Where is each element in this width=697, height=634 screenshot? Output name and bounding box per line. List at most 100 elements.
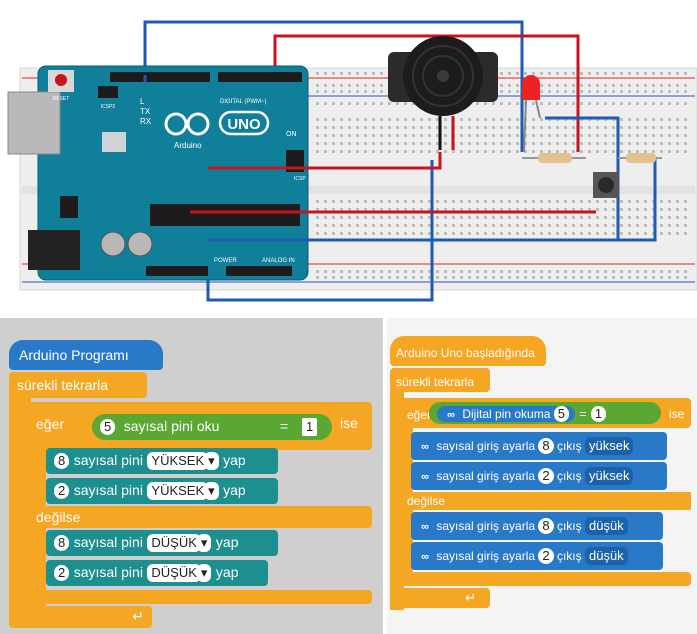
set-pin-block-8-low[interactable]: 8 sayısal pini DÜŞÜK▾ yap xyxy=(46,530,278,556)
forever-label: sürekli tekrarla xyxy=(17,377,109,393)
condition-block[interactable]: 5 sayısal pini oku = 1 xyxy=(92,414,332,440)
arduino-category-icon: ∞ xyxy=(447,408,455,421)
operator: = xyxy=(579,407,587,421)
board-brand: UNO xyxy=(227,116,261,133)
then-label: ise xyxy=(340,415,358,431)
arduino-category-icon: ∞ xyxy=(421,550,429,563)
pin-input[interactable]: 2 xyxy=(54,483,70,499)
else-block: değilse xyxy=(28,506,372,528)
pin-input[interactable]: 8 xyxy=(538,518,554,534)
if-end xyxy=(401,572,691,586)
statement-suffix: yap xyxy=(223,482,246,498)
loop-arrow-icon: ↵ xyxy=(465,590,476,605)
output-label: çıkış xyxy=(556,519,582,533)
statement-suffix: yap xyxy=(215,534,239,550)
buzzer xyxy=(388,36,498,150)
set-digital-block-2-low[interactable]: ∞ sayısal giriş ayarla 2 çıkış düşük xyxy=(411,542,663,570)
arduino-logo-icon xyxy=(164,110,270,136)
statement-label: sayısal giriş ayarla xyxy=(436,519,536,533)
output-label: çıkış xyxy=(556,549,582,563)
dijital-read-block[interactable]: ∞ Dijital pin okuma 5 xyxy=(437,406,575,422)
statement-label: sayısal giriş ayarla xyxy=(436,549,536,563)
output-label: çıkış xyxy=(556,439,582,453)
statement-label: sayısal pini xyxy=(73,534,143,550)
pin-input[interactable]: 8 xyxy=(538,438,554,454)
state-dropdown[interactable]: YÜKSEK xyxy=(147,452,209,470)
if-label: eğer xyxy=(36,416,65,432)
else-block: değilse xyxy=(401,492,691,510)
icsp2-label: ICSP2 xyxy=(101,104,116,110)
on-label: ON xyxy=(286,131,297,138)
state-dropdown[interactable]: yüksek xyxy=(584,467,634,485)
tx-label: TX xyxy=(140,107,151,116)
else-label: değilse xyxy=(36,509,81,525)
arduino-category-icon: ∞ xyxy=(421,470,429,483)
resistor xyxy=(618,153,662,163)
state-dropdown[interactable]: DÜŞÜK xyxy=(147,534,201,552)
then-label: ise xyxy=(669,407,685,421)
rx-label: RX xyxy=(140,117,152,126)
forever-label: sürekli tekrarla xyxy=(396,375,475,389)
condition-value[interactable]: 1 xyxy=(590,406,607,422)
set-pin-block-8-high[interactable]: 8 sayısal pini YÜKSEK▾ yap xyxy=(46,448,278,474)
mblock5-panel: Arduino Uno başladığında sürekli tekrarl… xyxy=(387,318,697,634)
set-pin-block-2-high[interactable]: 2 sayısal pini YÜKSEK▾ yap xyxy=(46,478,278,504)
push-button[interactable] xyxy=(593,172,619,198)
pin-input[interactable]: 2 xyxy=(54,565,70,581)
condition-pin[interactable]: 5 xyxy=(100,419,116,435)
forever-end: ↵ xyxy=(390,588,490,608)
wire-blue-right xyxy=(545,116,620,240)
statement-suffix: yap xyxy=(223,452,246,468)
hat-label: Arduino Uno başladığında xyxy=(396,346,535,360)
pin-input[interactable]: 8 xyxy=(54,453,70,469)
mblock-panel: Arduino Programı sürekli tekrarla ↵ eğer… xyxy=(0,318,383,634)
pin-input[interactable]: 8 xyxy=(54,535,70,551)
arduino-category-icon: ∞ xyxy=(421,440,429,453)
read-pin-label: sayısal pini oku xyxy=(123,418,220,434)
program-hat-block[interactable]: Arduino Programı xyxy=(9,340,163,370)
state-dropdown[interactable]: YÜKSEK xyxy=(147,482,209,500)
statement-label: sayısal pini xyxy=(73,564,143,580)
state-dropdown[interactable]: düşük xyxy=(584,517,628,535)
statement-suffix: yap xyxy=(215,564,239,580)
reset-button[interactable] xyxy=(55,74,67,86)
if-end xyxy=(28,590,372,604)
arduino-category-icon: ∞ xyxy=(421,520,429,533)
output-label: çıkış xyxy=(556,469,582,483)
power-label: POWER xyxy=(214,258,237,264)
resistor xyxy=(522,153,586,163)
pin-input[interactable]: 2 xyxy=(538,468,554,484)
led xyxy=(522,75,541,153)
condition-block[interactable]: ∞ Dijital pin okuma 5 = 1 xyxy=(429,402,661,424)
condition-pin[interactable]: 5 xyxy=(553,406,569,422)
arduino-board: RESET ICSP2 TX RX L ON DIGITAL (PWM~) PO… xyxy=(7,65,309,281)
statement-label: sayısal giriş ayarla xyxy=(436,439,536,453)
state-dropdown[interactable]: düşük xyxy=(584,547,628,565)
program-hat-block[interactable]: Arduino Uno başladığında xyxy=(390,336,546,366)
l-label: L xyxy=(140,97,145,106)
else-label: değilse xyxy=(407,494,446,508)
circuit-diagram: RESET ICSP2 TX RX L ON DIGITAL (PWM~) PO… xyxy=(7,20,697,302)
loop-arrow-icon: ↵ xyxy=(132,608,144,624)
forever-block[interactable]: sürekli tekrarla xyxy=(390,368,490,392)
operator: = xyxy=(280,418,289,434)
condition-value[interactable]: 1 xyxy=(302,418,318,436)
state-dropdown[interactable]: yüksek xyxy=(584,437,634,455)
if-label: eğer xyxy=(407,408,432,422)
set-digital-block-8-high[interactable]: ∞ sayısal giriş ayarla 8 çıkış yüksek xyxy=(411,432,667,460)
state-dropdown[interactable]: DÜŞÜK xyxy=(147,564,201,582)
statement-label: sayısal pini xyxy=(73,482,143,498)
set-digital-block-8-low[interactable]: ∞ sayısal giriş ayarla 8 çıkış düşük xyxy=(411,512,663,540)
statement-label: sayısal giriş ayarla xyxy=(436,469,536,483)
read-pin-label: Dijital pin okuma xyxy=(462,407,551,421)
pin-input[interactable]: 2 xyxy=(538,548,554,564)
set-pin-block-2-low[interactable]: 2 sayısal pini DÜŞÜK▾ yap xyxy=(46,560,268,586)
analog-label: ANALOG IN xyxy=(262,258,295,264)
forever-block[interactable]: sürekli tekrarla xyxy=(9,372,147,398)
set-digital-block-2-high[interactable]: ∞ sayısal giriş ayarla 2 çıkış yüksek xyxy=(411,462,667,490)
digital-label: DIGITAL (PWM~) xyxy=(220,99,267,105)
reset-label: RESET xyxy=(53,96,70,102)
board-subtitle: Arduino xyxy=(174,141,202,150)
forever-end: ↵ xyxy=(9,606,152,628)
hat-label: Arduino Programı xyxy=(19,347,129,363)
